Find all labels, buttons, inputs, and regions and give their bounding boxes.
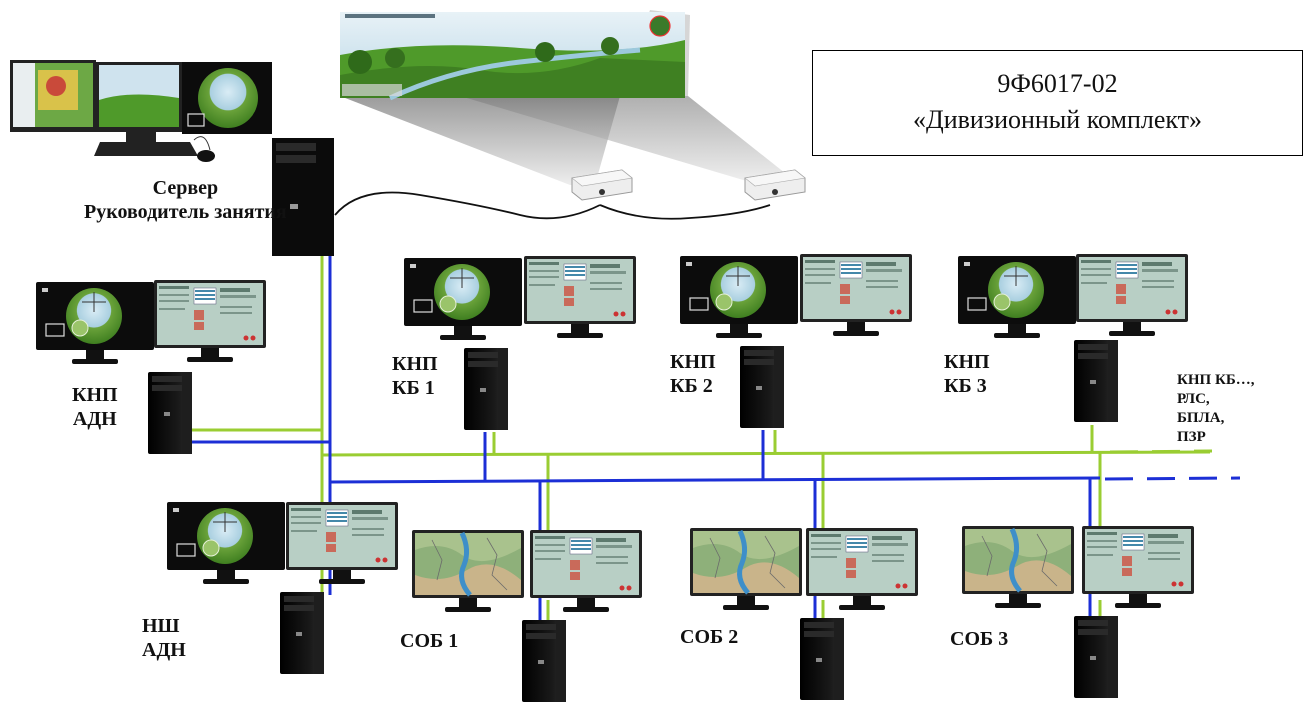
knp-kb1-label-line2: КБ 1 [392, 377, 435, 399]
server-tower-bay [276, 155, 316, 163]
sob3-station [962, 525, 1195, 698]
projector-cable [334, 191, 771, 220]
knp-adn-station [35, 279, 267, 454]
computer-tower-icon [464, 348, 508, 430]
title-box: 9Ф6017-02 «Дивизионный комплект» [812, 50, 1303, 156]
extension-line3: БПЛА, [1177, 410, 1225, 426]
sight-monitor [403, 257, 523, 341]
knp-kb2-label-line1: КНП [670, 351, 716, 373]
control-panel-monitor [153, 279, 267, 363]
knp-kb2-station [679, 253, 913, 428]
extension-label: КНП КБ…, РЛС, БПЛА, ПЗР [1177, 371, 1255, 447]
map-monitor [412, 530, 524, 612]
projection-screen [340, 10, 800, 185]
sight-monitor [957, 255, 1077, 339]
control-panel-monitor [529, 529, 643, 613]
ns-adn-label-line2: АДН [142, 639, 186, 661]
server-label: Сервер Руководитель занятия [84, 176, 287, 224]
sight-monitor [166, 501, 286, 585]
control-panel-monitor [805, 527, 919, 611]
control-panel-monitor [1081, 525, 1195, 609]
map-monitor [690, 528, 802, 610]
ns-adn-station [166, 501, 399, 674]
server-tower-logo [290, 204, 298, 209]
ns-adn-label: НШ АДН [142, 614, 186, 662]
blue-extension-dash [1104, 476, 1241, 481]
knp-kb2-label: КНП КБ 2 [670, 350, 716, 398]
extension-line4: ПЗР [1177, 429, 1206, 445]
title-name: «Дивизионный комплект» [912, 105, 1203, 134]
computer-tower-icon [148, 372, 192, 454]
knp-kb3-station [957, 253, 1189, 422]
knp-adn-label: КНП АДН [72, 383, 118, 431]
knp-kb3-label-line1: КНП [944, 351, 990, 373]
sob2-station [690, 527, 919, 700]
knp-kb1-station [403, 255, 637, 430]
sob3-label: СОБ 3 [950, 628, 1009, 650]
sob1-label: СОБ 1 [400, 630, 459, 652]
knp-adn-label-line2: АДН [72, 408, 117, 430]
server-label-line1: Сервер [152, 177, 219, 199]
computer-tower-icon [800, 618, 844, 700]
control-panel-monitor [523, 255, 637, 339]
sight-monitor [35, 281, 155, 365]
extension-line2: РЛС, [1177, 391, 1210, 407]
sob1-station [412, 529, 643, 702]
computer-tower-icon [280, 592, 324, 674]
control-panel-monitor [799, 253, 913, 337]
server-label-line2: Руководитель занятия [84, 201, 287, 223]
server-tower-bay [276, 143, 316, 151]
green-extension-dash [1109, 449, 1213, 454]
knp-kb3-label-line2: КБ 3 [944, 375, 987, 397]
extension-line1: КНП КБ…, [1177, 372, 1255, 388]
computer-tower-icon [522, 620, 566, 702]
title-code: 9Ф6017-02 [997, 69, 1118, 98]
sob2-label: СОБ 2 [680, 626, 739, 648]
knp-kb3-label: КНП КБ 3 [944, 350, 990, 398]
knp-adn-label-line1: КНП [72, 384, 118, 406]
computer-tower-icon [740, 346, 784, 428]
ns-adn-label-line1: НШ [142, 615, 180, 637]
control-panel-monitor [285, 501, 399, 585]
knp-kb1-label: КНП КБ 1 [392, 352, 438, 400]
sight-monitor [679, 255, 799, 339]
knp-kb2-label-line2: КБ 2 [670, 375, 713, 397]
knp-kb1-label-line1: КНП [392, 353, 438, 375]
computer-tower-icon [1074, 340, 1118, 422]
map-monitor [962, 526, 1074, 608]
control-panel-monitor [1075, 253, 1189, 337]
server-workstation [10, 60, 272, 162]
computer-tower-icon [1074, 616, 1118, 698]
